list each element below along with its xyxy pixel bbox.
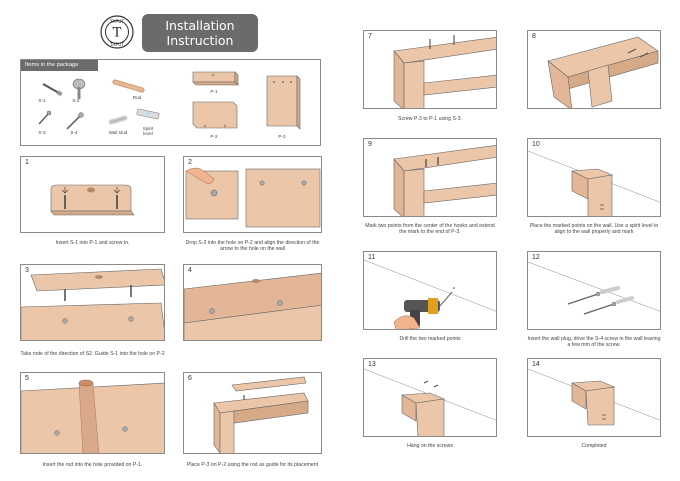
step-number: 4 [188, 267, 192, 274]
brand-name-top: TAPUT [109, 19, 124, 25]
step-13-illustration [364, 368, 496, 436]
step-11-illustration [364, 259, 496, 329]
step-12-illustration [528, 261, 660, 315]
step-number: 12 [532, 254, 540, 261]
step-number: 9 [368, 141, 372, 148]
step-9-caption: Mark two points from the center of the h… [365, 223, 495, 236]
label-spirit-level: Spirit level [142, 126, 154, 136]
step-10-caption: Place the marked points on the wall. Use… [529, 223, 659, 236]
step-10-panel: 10 [527, 138, 661, 217]
step-5-illustration [21, 379, 164, 453]
panel-p1-icon [192, 71, 239, 86]
step-number: 5 [25, 375, 29, 382]
step-number: 1 [25, 159, 29, 166]
step-4-illustration [184, 272, 321, 340]
drill-icon [393, 291, 453, 329]
step-3-panel: 3 [20, 264, 165, 341]
step-5-panel: 5 [20, 372, 165, 454]
step-6-panel: 6 [183, 372, 322, 454]
wall-stud-icon [108, 115, 128, 125]
step-12-panel: 12 [527, 251, 661, 330]
step-8-panel: 8 [527, 30, 661, 109]
step-number: 6 [188, 375, 192, 382]
label-s3: S-3 [38, 130, 46, 135]
label-s4: S-4 [70, 130, 78, 135]
step-3-illustration [21, 268, 164, 340]
package-items-drawing [38, 71, 301, 130]
step-number: 3 [25, 267, 29, 274]
page-title: Installation Instruction [142, 14, 258, 52]
step-7-panel: 7 [363, 30, 497, 109]
step-6-caption: Place P-3 on P-2 using the rod as guide … [186, 462, 319, 468]
title-line-2: Instruction [166, 33, 234, 48]
step-number: 8 [532, 33, 536, 40]
step-12-caption: Insert the wall plug, drive the S-4 scre… [527, 336, 661, 349]
step-7-illustration [393, 35, 496, 108]
title-line-1: Installation [165, 18, 235, 33]
label-p1: P-1 [210, 89, 218, 94]
step-2-panel: 2 [183, 156, 322, 233]
step-14-panel: 14 [527, 358, 661, 437]
step-14-illustration [528, 368, 660, 426]
rod-icon [112, 79, 145, 93]
label-s2: S-2 [72, 98, 80, 103]
step-6-illustration [213, 376, 309, 453]
step-4-panel: 4 [183, 264, 322, 341]
step-number: 13 [368, 361, 376, 368]
step-2-caption: Drop S-2 into the hole on P-2 and align … [185, 240, 320, 253]
step-13-caption: Hang on the screws [407, 443, 453, 449]
step-1-panel: 1 [20, 156, 165, 233]
brand-name-bottom: TAPUT [109, 42, 124, 48]
step-9-panel: 9 [363, 138, 497, 217]
step-8-illustration [547, 36, 659, 108]
step-11-caption: Drill the two marked points [399, 336, 461, 342]
step-7-caption: Screw P-3 to P-1 using S-3. [397, 116, 462, 122]
step-number: 11 [368, 254, 376, 261]
package-items-box: Items in the package [20, 59, 321, 146]
step-3-caption: Take note of the direction of S2. Guide … [20, 351, 165, 357]
screw-s1-icon [42, 83, 63, 97]
step-14-caption: Completed [581, 443, 607, 449]
label-wall-stud: Wall stud [108, 130, 128, 135]
screw-s3-icon [38, 110, 52, 125]
step-10-illustration [528, 150, 660, 216]
step-1-caption: Insert S-1 into P-1 and screw in. [55, 240, 130, 246]
screw-s2-icon [72, 78, 86, 99]
brand-logo: T TAPUT TAPUT [100, 15, 134, 49]
step-number: 10 [532, 141, 540, 148]
panel-p3-icon [266, 75, 301, 130]
step-9-illustration [393, 144, 496, 216]
label-p2: P-2 [210, 134, 218, 139]
label-s1: S-1 [38, 98, 46, 103]
label-p3: P-3 [278, 134, 286, 139]
step-1-illustration [50, 184, 135, 216]
step-number: 7 [368, 33, 372, 40]
label-rod: Rod [132, 95, 142, 100]
step-5-caption: Insert the rod into the hole provided on… [42, 462, 143, 468]
panel-p2-icon [192, 101, 238, 129]
step-11-panel: 11 [363, 251, 497, 330]
screw-s4-icon [66, 112, 84, 130]
step-13-panel: 13 [363, 358, 497, 437]
step-number: 14 [532, 361, 540, 368]
package-heading: Items in the package [21, 60, 98, 71]
spirit-level-icon [136, 108, 160, 120]
step-number: 2 [188, 159, 192, 166]
step-2-illustration [185, 167, 321, 228]
brand-letter: T [113, 26, 122, 41]
brand-seal-icon: T TAPUT TAPUT [100, 15, 134, 49]
